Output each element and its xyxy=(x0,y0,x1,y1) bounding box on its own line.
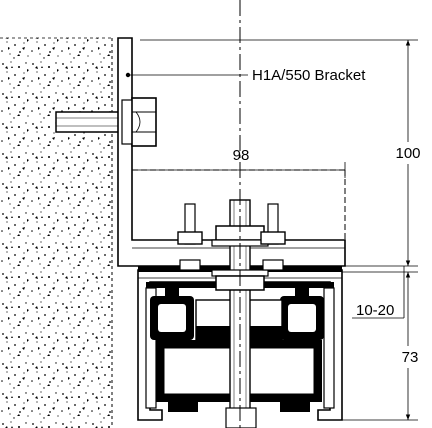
dimension-width-label: 98 xyxy=(233,147,250,164)
dimension-adjustment: 10-20 xyxy=(342,266,418,319)
dimension-track-height: 73 xyxy=(342,272,426,421)
bracket-nut xyxy=(121,97,157,147)
concrete-wall xyxy=(0,37,113,428)
dimension-adjustment-label: 10-20 xyxy=(356,302,394,319)
adjustment-bolts xyxy=(177,203,286,271)
dimension-bracket-height: 100 xyxy=(140,39,432,267)
bracket-callout-label: H1A/550 Bracket xyxy=(252,67,366,84)
anchor-bolt xyxy=(55,111,123,133)
dimension-track-height-label: 73 xyxy=(402,349,419,366)
bracket-callout: H1A/550 Bracket xyxy=(125,67,366,84)
hidden-outline xyxy=(131,169,346,240)
dimension-width: 98 xyxy=(131,147,346,178)
dimension-bracket-height-label: 100 xyxy=(395,145,420,162)
